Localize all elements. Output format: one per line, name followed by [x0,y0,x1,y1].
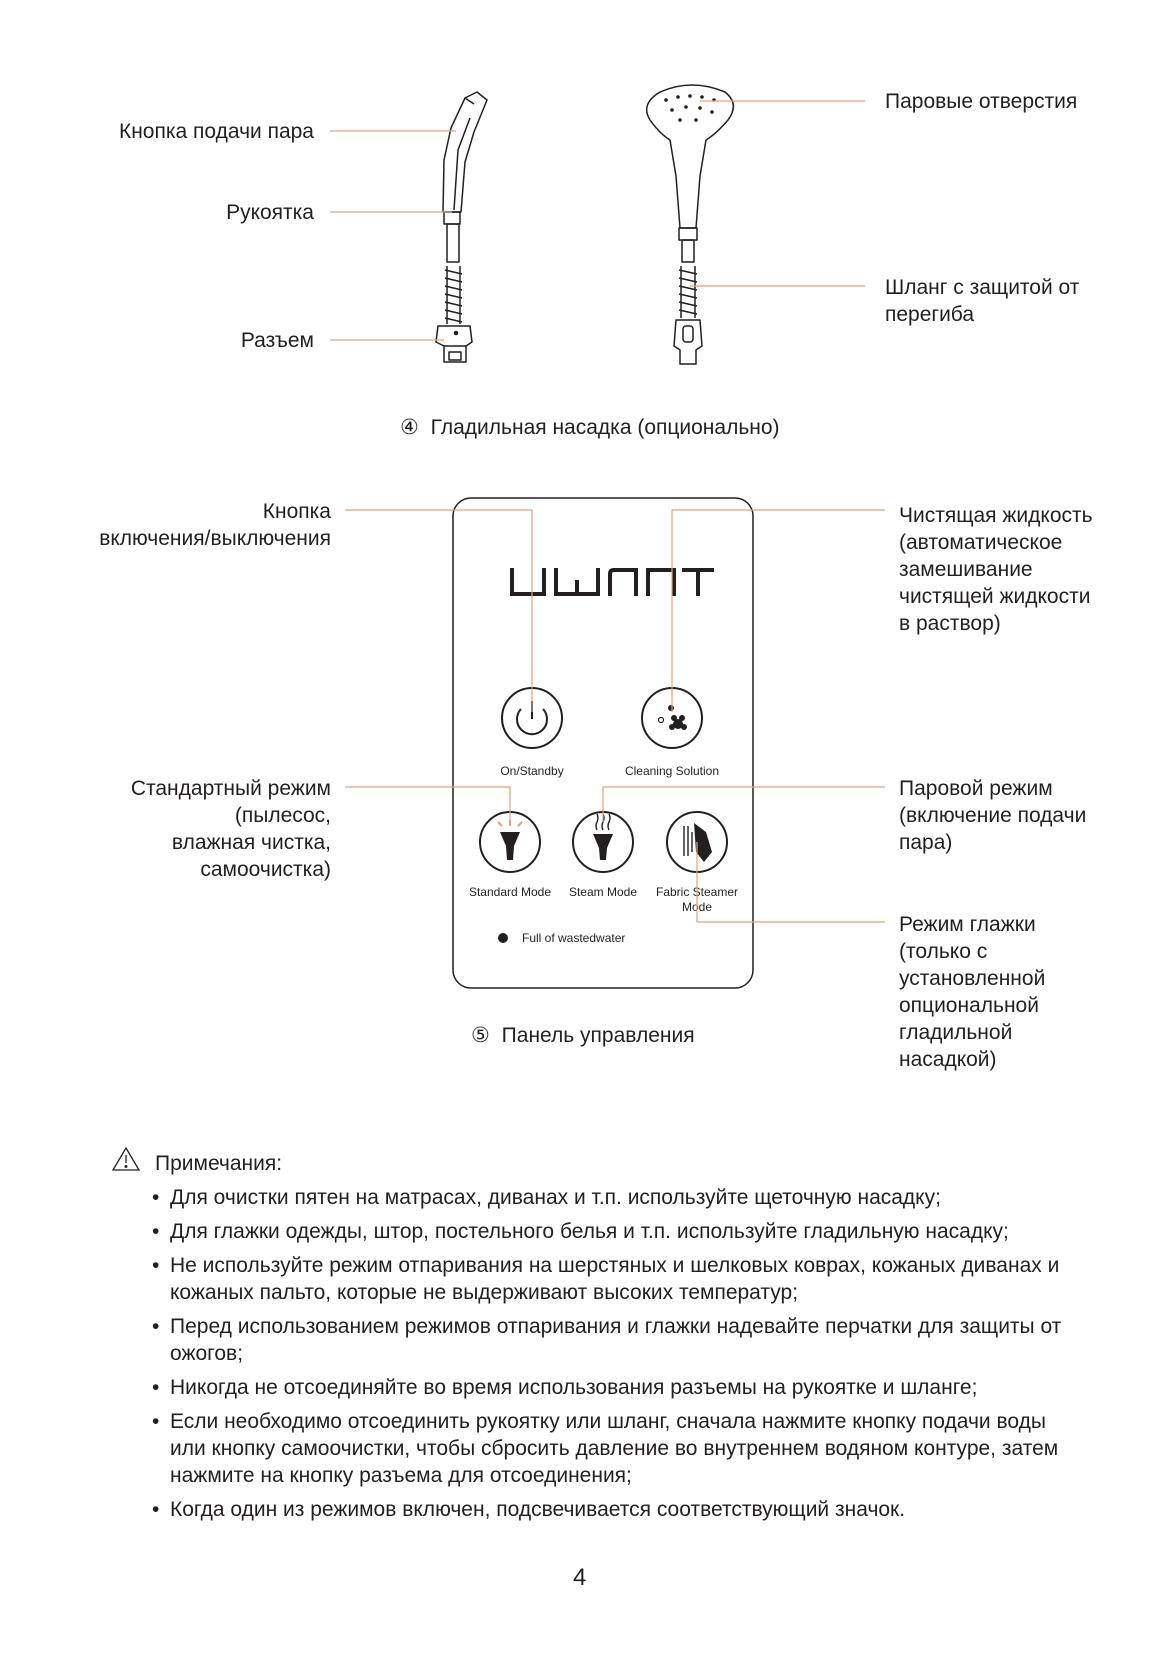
standard-mode-label: Standard Mode [469,885,551,899]
spring-side [444,266,463,324]
figure-caption-iron: ④ Гладильная насадка (опционально) [400,414,780,441]
label-power-line2: включения/выключения [99,527,331,550]
note-text: Никогда не отсоединяйте во время использ… [170,1376,978,1399]
label-ironing-line5: гладильной [899,1021,1013,1044]
notes-list: •Для очистки пятен на матрасах, диванах … [152,1184,1072,1530]
spring-front [678,266,698,318]
note-item: •Для очистки пятен на матрасах, диванах … [152,1186,941,1209]
label-standard-line4: самоочистка) [200,858,331,881]
label-ironing-line2: (только с [899,940,988,963]
label-ironing-line1: Режим глажки [899,913,1036,936]
label-cleaning-line4: чистящей жидкости [899,585,1091,608]
note-text: Для очистки пятен на матрасах, диванах и… [170,1186,941,1209]
caption-text-panel: Панель управления [501,1024,695,1047]
caption-number-4: ④ [400,416,419,439]
caption-number-5: ⑤ [471,1024,490,1047]
note-item: •Перед использованием режимов отпаривани… [152,1315,1062,1365]
label-handle: Рукоятка [226,201,314,224]
label-cleaning-line3: замешивание [899,558,1033,581]
warning-icon [111,1146,141,1171]
note-text: Если необходимо отсоединить рукоятку или… [170,1410,1059,1487]
label-hose-line1: Шланг с защитой от [885,276,1080,299]
label-cleaning-line2: (автоматическое [899,531,1063,554]
label-steam-line1: Паровой режим [899,777,1053,800]
on-standby-label: On/Standby [500,764,563,778]
note-item: •Для глажки одежды, штор, постельного бе… [152,1220,1009,1243]
iron-leader-lines [330,100,865,341]
uwant-logo [510,568,714,596]
note-item: •Никогда не отсоединяйте во время исполь… [152,1376,978,1399]
label-standard-line3: влажная чистка, [171,831,331,854]
note-item: •Когда один из режимов включен, подсвечи… [152,1498,906,1521]
caption-text-iron: Гладильная насадка (опционально) [430,416,780,439]
note-text: Для глажки одежды, штор, постельного бел… [170,1220,1009,1243]
note-text: Не используйте режим отпаривания на шерс… [170,1254,1060,1304]
note-text: Перед использованием режимов отпаривания… [170,1315,1062,1365]
note-item: •Если необходимо отсоединить рукоятку ил… [152,1410,1059,1487]
label-power-line1: Кнопка [262,500,331,523]
label-cleaning-line1: Чистящая жидкость [899,504,1093,527]
label-steam-line3: пара) [899,831,953,854]
iron-front-view [645,84,734,365]
wastewater-indicator-label: Full of wastedwater [522,931,625,945]
label-hose-line2: перегиба [885,303,975,326]
label-steam-button: Кнопка подачи пара [118,120,314,143]
note-text: Когда один из режимов включен, подсвечив… [170,1498,906,1521]
cleaning-solution-label: Cleaning Solution [625,764,719,778]
iron-side-view [435,91,488,363]
wastewater-indicator-icon [498,933,508,943]
notes-title: Примечания: [155,1152,283,1175]
note-item: •Не используйте режим отпаривания на шер… [152,1254,1060,1304]
steam-holes [664,94,716,122]
cleaning-solution-icon [657,705,687,730]
label-ironing-line4: опциональной [899,994,1039,1017]
label-ironing-line6: насадкой) [899,1048,997,1071]
label-connector: Разъем [240,329,314,352]
steam-mode-icon [593,834,613,860]
label-ironing-line3: установленной [899,967,1046,990]
control-panel: On/Standby Cleaning Solution Standard Mo… [452,497,754,989]
standard-mode-icon [500,832,520,860]
power-icon [516,708,548,736]
label-steam-line2: (включение подачи [899,804,1087,827]
label-standard-line2: (пылесос, [234,804,331,827]
panel-leader-lines [345,509,885,923]
label-standard-line1: Стандартный режим [130,777,331,800]
steam-mode-label: Steam Mode [569,885,637,899]
figure-caption-panel: ⑤ Панель управления [471,1022,695,1049]
label-steam-holes: Паровые отверстия [885,90,1078,113]
fabric-steamer-icon [683,823,712,862]
page-number: 4 [573,1564,587,1591]
label-cleaning-line5: в раствор) [899,612,1001,635]
